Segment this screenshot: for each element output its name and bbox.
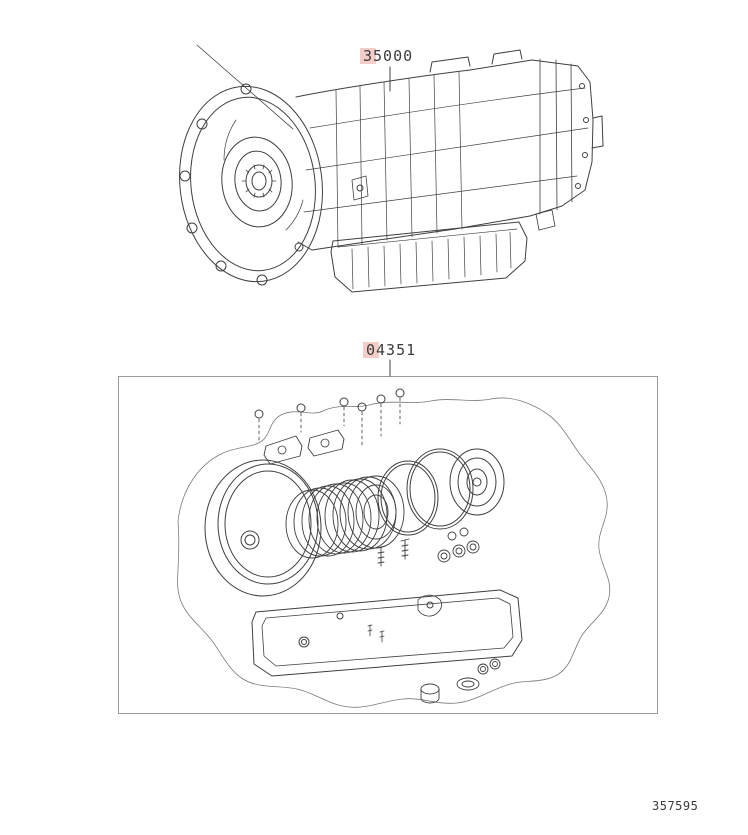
highlight-marker <box>363 342 379 358</box>
part-number-link-35000[interactable]: 35000 <box>360 47 414 65</box>
part-number-link-04351[interactable]: 04351 <box>363 341 417 359</box>
transmission-illustration <box>179 44 604 293</box>
bell-housing <box>179 83 323 286</box>
part-number-text: 04351 <box>366 341 417 359</box>
oil-pan <box>330 221 528 293</box>
figure-code: 357595 <box>652 799 699 813</box>
kit-boundary-box <box>118 376 658 714</box>
part-number-text: 35000 <box>363 47 414 65</box>
